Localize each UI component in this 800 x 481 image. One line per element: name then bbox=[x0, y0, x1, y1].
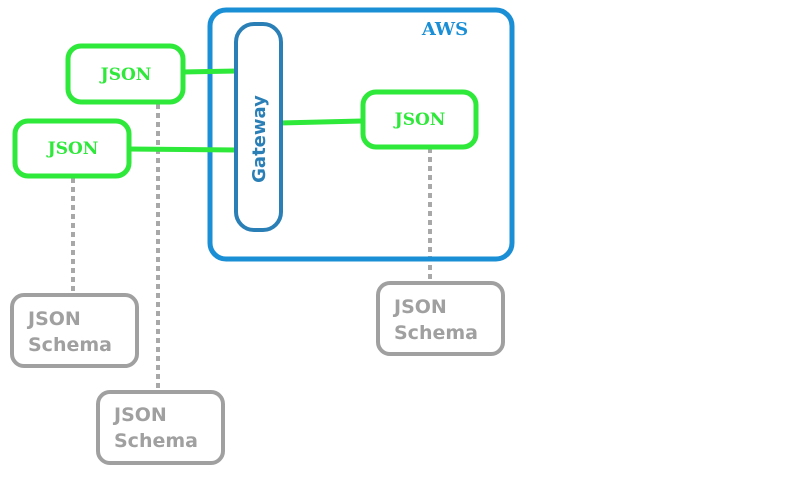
link-json-left-gateway bbox=[127, 146, 238, 153]
schema-node-right-line2: Schema bbox=[394, 322, 478, 344]
aws-container bbox=[207, 7, 515, 262]
gateway-label: Gateway bbox=[249, 95, 270, 183]
schema-node-right-line1: JSON bbox=[392, 296, 447, 318]
schema-node-left[interactable] bbox=[10, 293, 139, 368]
schema-node-middle-line1: JSON bbox=[112, 404, 167, 426]
schema-node-left-line1: JSON bbox=[26, 308, 81, 330]
json-node-right[interactable] bbox=[360, 89, 479, 150]
json-node-left[interactable] bbox=[12, 118, 132, 179]
json-node-top[interactable] bbox=[65, 43, 186, 105]
json-node-top-label: JSON bbox=[99, 65, 152, 85]
link-json-top-gateway bbox=[181, 68, 238, 75]
json-node-left-label: JSON bbox=[46, 139, 99, 159]
aws-label: AWS bbox=[421, 19, 468, 40]
schema-node-left-line2: Schema bbox=[28, 334, 112, 356]
schema-node-middle[interactable] bbox=[96, 390, 225, 465]
schema-node-right[interactable] bbox=[376, 281, 505, 356]
json-node-right-label: JSON bbox=[393, 110, 446, 130]
schema-node-middle-line2: Schema bbox=[114, 430, 198, 452]
gateway-node[interactable] bbox=[234, 22, 283, 232]
link-gateway-json-right bbox=[279, 118, 363, 126]
